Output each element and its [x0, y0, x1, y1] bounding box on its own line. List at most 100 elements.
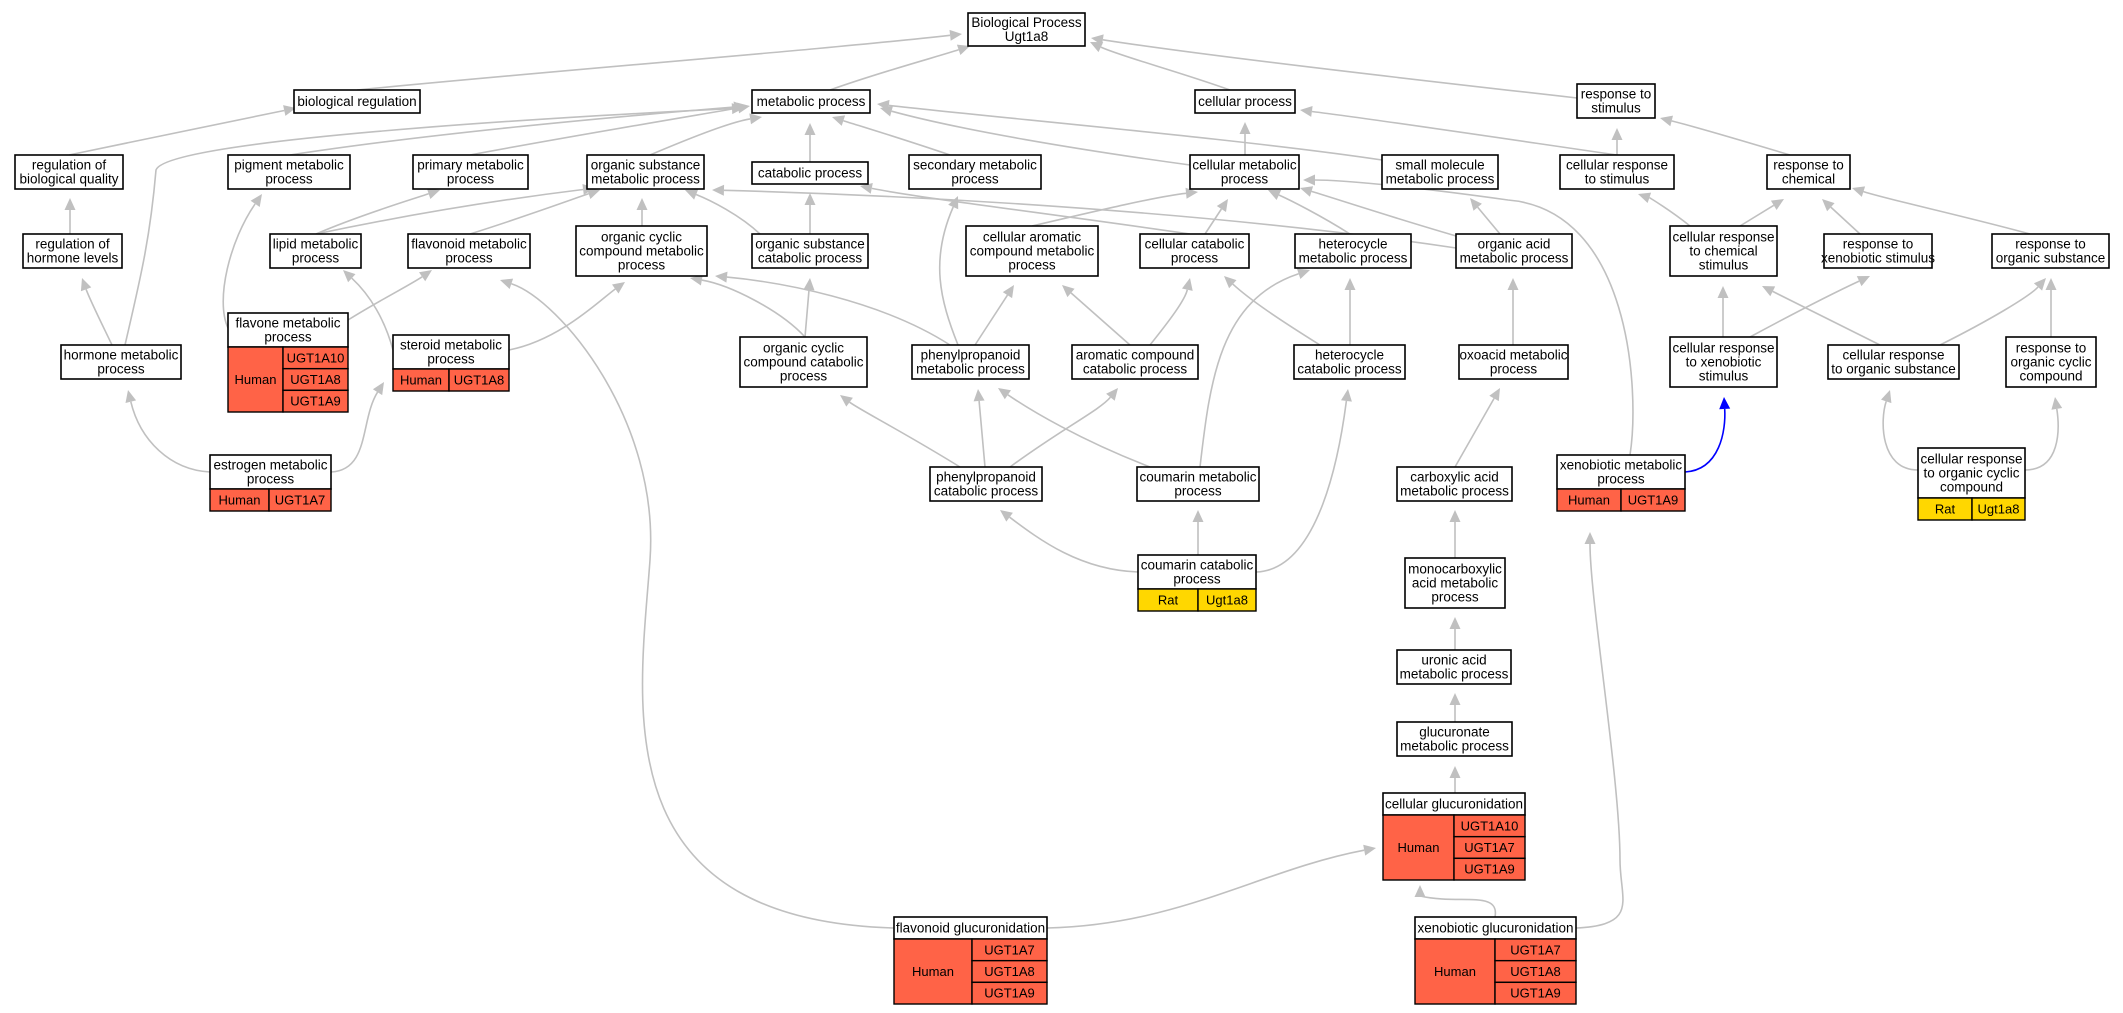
go-term-box: [1396, 721, 1513, 757]
relation-edge: [315, 188, 440, 235]
relation-edge: [1090, 42, 1231, 91]
relation-edge: [469, 188, 600, 235]
go-term-box: [1404, 557, 1506, 609]
go-term-box: [412, 154, 529, 190]
relation-edge: [1300, 186, 1471, 241]
relation-edge: [1062, 285, 1131, 346]
go-term-label: carboxylic acid: [1410, 470, 1499, 485]
relation-edge: [1739, 199, 1784, 227]
go-term-box: [929, 466, 1043, 502]
go-term-node: metabolic process: [751, 89, 871, 114]
species-cell: [1382, 814, 1455, 881]
arrowhead-icon: [877, 99, 890, 111]
edge-line: [1149, 289, 1189, 346]
edge-line: [469, 107, 739, 156]
go-term-box: [908, 154, 1042, 190]
arrowhead-icon: [998, 388, 1011, 400]
arrowhead-icon: [1822, 199, 1835, 212]
arrowhead-icon: [1239, 122, 1251, 134]
species-label: Human: [219, 493, 261, 508]
gene-label: UGT1A7: [984, 942, 1035, 957]
relation-edge: [500, 278, 895, 929]
arrowhead-icon: [1449, 510, 1461, 522]
relation-edge: [1091, 34, 1578, 99]
arrowhead-icon: [1449, 693, 1461, 705]
relation-edge: [1939, 278, 2046, 346]
relation-edge: [880, 105, 1191, 166]
gene-label: UGT1A9: [290, 394, 341, 409]
go-term-node: flavone metabolicprocessHumanUGT1A10UGT1…: [227, 312, 349, 413]
species-label: Human: [235, 372, 277, 387]
edge-line: [843, 119, 951, 156]
go-term-label: catabolic process: [1297, 362, 1402, 377]
arrowhead-icon: [1216, 199, 1228, 212]
edge-line: [289, 106, 735, 156]
relation-edge: [508, 282, 625, 351]
arrowhead-icon: [1182, 278, 1193, 291]
relation-edge: [1717, 286, 1729, 337]
arrowhead-icon: [1363, 844, 1376, 856]
arrowhead-icon: [948, 196, 959, 210]
edge-line: [1417, 889, 1497, 918]
go-term-label: process: [951, 172, 999, 187]
relation-edge: [1638, 192, 1691, 227]
go-term-label: process: [447, 172, 495, 187]
arrowhead-icon: [1300, 186, 1314, 197]
arrowhead-icon: [1106, 388, 1118, 401]
gene-cell: [1197, 588, 1257, 612]
go-term-label: response to: [2015, 237, 2086, 252]
relation-edge: [1660, 115, 1791, 156]
relation-edge: [1268, 190, 1351, 235]
edge-line: [701, 279, 806, 338]
go-term-label: process: [618, 258, 666, 273]
arrowhead-icon: [712, 184, 725, 196]
species-label: Rat: [1935, 502, 1956, 517]
go-term-box: [1455, 233, 1573, 269]
go-term-box: [1194, 89, 1296, 114]
arrowhead-icon: [1719, 397, 1731, 410]
go-term-box: [227, 312, 349, 348]
edge-line: [1070, 292, 1131, 346]
relation-edge: [1822, 199, 1861, 235]
go-term-label: process: [1221, 172, 1269, 187]
arrowhead-icon: [973, 389, 985, 402]
go-term-label: cellular response: [1842, 348, 1944, 363]
go-term-label: to stimulus: [1585, 172, 1650, 187]
edge-line: [1046, 849, 1365, 929]
go-term-box: [911, 344, 1030, 380]
go-term-box: [1823, 233, 1933, 269]
go-term-box: [751, 89, 871, 114]
go-term-label: compound metabolic: [970, 244, 1095, 259]
go-term-label: stimulus: [1699, 369, 1749, 384]
go-term-label: process: [1171, 251, 1219, 266]
go-term-box: [1396, 649, 1512, 685]
edge-line: [222, 203, 256, 329]
go-term-box: [1669, 336, 1778, 388]
edge-line: [1830, 206, 1861, 235]
go-term-label: process: [264, 330, 312, 345]
relation-edge: [68, 105, 296, 156]
gene-label: UGT1A7: [275, 493, 326, 508]
go-term-box: [2005, 336, 2097, 388]
go-term-box: [407, 233, 531, 269]
relation-edge: [974, 285, 1014, 346]
relation-edge: [1239, 122, 1251, 155]
go-term-label: organic cyclic: [763, 341, 844, 356]
go-term-box: [1559, 154, 1675, 190]
edge-line: [347, 276, 423, 321]
species-label: Human: [400, 373, 442, 388]
edge-line: [1575, 543, 1624, 929]
species-cell: [1414, 938, 1496, 1005]
